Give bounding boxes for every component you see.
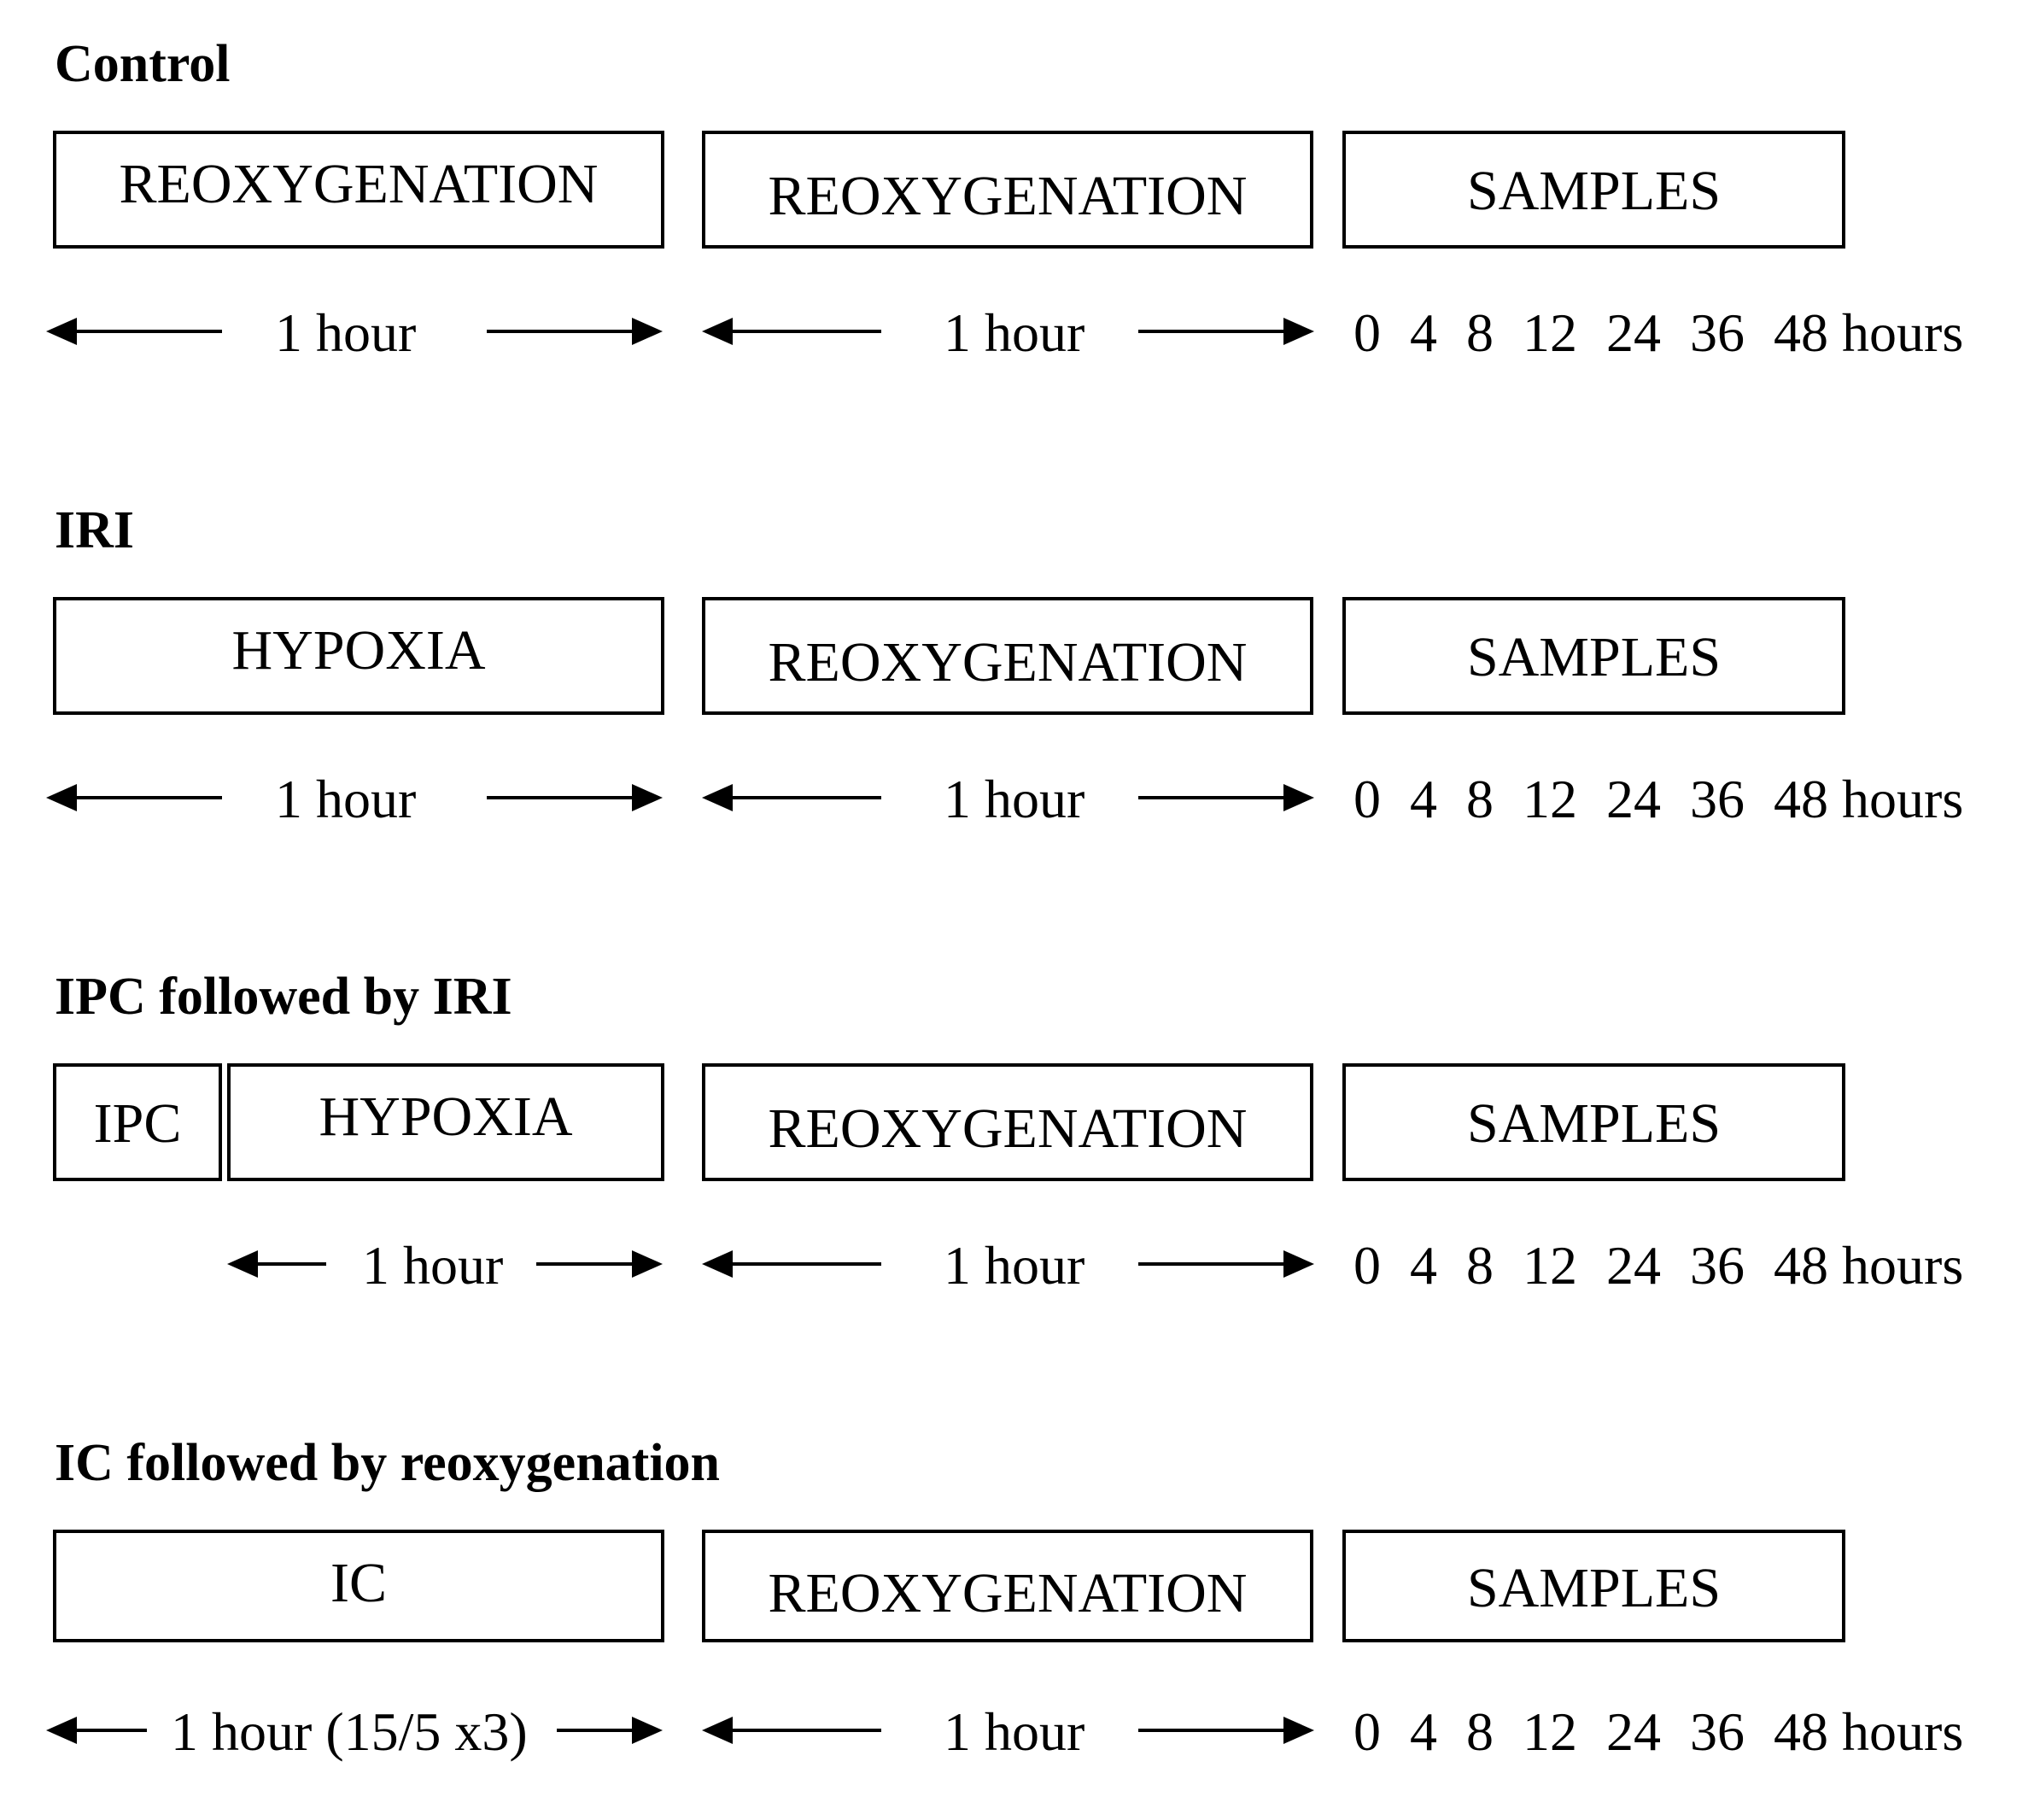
timepoint: 0: [1353, 1235, 1381, 1296]
duration-arrow-left-icon: [46, 318, 222, 345]
phase-label: SAMPLES: [1466, 626, 1722, 688]
timepoint: 4: [1410, 1701, 1437, 1762]
timepoint: 36: [1690, 1235, 1745, 1296]
section-title: IRI: [55, 501, 135, 559]
timepoint: 24: [1606, 769, 1661, 829]
timepoint: 24: [1606, 302, 1661, 363]
phase-label: SAMPLES: [1466, 1557, 1722, 1619]
timepoint: 48 hours: [1774, 1701, 1964, 1762]
phase-label: IC: [330, 1552, 387, 1614]
duration-label: 1 hour: [944, 302, 1085, 363]
timepoint: 4: [1410, 1235, 1437, 1296]
timepoint: 36: [1690, 769, 1745, 829]
phase-label: REOXYGENATION: [768, 1562, 1248, 1624]
phase-label: REOXYGENATION: [768, 165, 1248, 227]
timepoint: 8: [1466, 769, 1494, 829]
timepoint: 8: [1466, 302, 1494, 363]
phase-box-samples: SAMPLES: [1342, 597, 1845, 715]
duration-label: 1 hour: [275, 769, 417, 829]
duration-arrow-left-icon: [46, 1717, 147, 1744]
section-title: IPC followed by IRI: [55, 968, 512, 1026]
duration-arrow-right-icon: [1138, 1250, 1314, 1278]
duration-arrow-right-icon: [487, 318, 663, 345]
duration-arrow-left-icon: [227, 1250, 326, 1278]
phase-box-hypoxia: HYPOXIA: [53, 597, 664, 715]
duration-arrow-right-icon: [557, 1717, 663, 1744]
phase-label: SAMPLES: [1466, 160, 1722, 222]
phase-box-samples: SAMPLES: [1342, 1530, 1845, 1642]
phase-box-reoxygenation: REOXYGENATION: [702, 597, 1313, 715]
phase-box-hypoxia: HYPOXIA: [227, 1063, 664, 1181]
timepoint: 12: [1523, 769, 1577, 829]
duration-label: 1 hour: [944, 1701, 1085, 1762]
phase-box-ipc: IPC: [53, 1063, 222, 1181]
phase-label: HYPOXIA: [319, 1086, 573, 1148]
timepoint: 4: [1410, 302, 1437, 363]
phase-label: REOXYGENATION: [119, 153, 599, 215]
timepoint: 12: [1523, 1235, 1577, 1296]
timepoint: 36: [1690, 302, 1745, 363]
section-title: IC followed by reoxygenation: [55, 1434, 721, 1492]
phase-box-reoxygenation: REOXYGENATION: [702, 131, 1313, 249]
timepoint: 12: [1523, 1701, 1577, 1762]
section-title: Control: [55, 35, 231, 93]
duration-label: 1 hour: [362, 1235, 504, 1296]
duration-arrow-left-icon: [702, 1717, 881, 1744]
timepoint: 48 hours: [1774, 769, 1964, 829]
timepoint: 4: [1410, 769, 1437, 829]
phase-box-reoxygenation: REOXYGENATION: [702, 1530, 1313, 1642]
timepoint: 0: [1353, 769, 1381, 829]
phase-label: REOXYGENATION: [768, 631, 1248, 693]
duration-label: 1 hour: [944, 769, 1085, 829]
duration-arrow-left-icon: [702, 1250, 881, 1278]
phase-label: HYPOXIA: [231, 619, 486, 682]
duration-label: 1 hour (15/5 x3): [171, 1701, 528, 1762]
timepoint: 0: [1353, 1701, 1381, 1762]
timepoint: 12: [1523, 302, 1577, 363]
phase-box-samples: SAMPLES: [1342, 1063, 1845, 1181]
duration-arrow-left-icon: [46, 784, 222, 811]
duration-arrow-right-icon: [487, 784, 663, 811]
phase-label: IPC: [93, 1092, 182, 1155]
phase-box-ic: IC: [53, 1530, 664, 1642]
duration-arrow-right-icon: [1138, 1717, 1314, 1744]
duration-label: 1 hour: [944, 1235, 1085, 1296]
timepoint: 48 hours: [1774, 302, 1964, 363]
timepoint: 8: [1466, 1235, 1494, 1296]
timepoint: 24: [1606, 1235, 1661, 1296]
phase-box-reoxygenation: REOXYGENATION: [702, 1063, 1313, 1181]
duration-arrow-left-icon: [702, 784, 881, 811]
duration-arrow-right-icon: [536, 1250, 663, 1278]
duration-arrow-left-icon: [702, 318, 881, 345]
timepoint: 8: [1466, 1701, 1494, 1762]
phase-box-reoxygenation: REOXYGENATION: [53, 131, 664, 249]
timepoint: 0: [1353, 302, 1381, 363]
phase-label: SAMPLES: [1466, 1092, 1722, 1155]
timepoint: 36: [1690, 1701, 1745, 1762]
duration-label: 1 hour: [275, 302, 417, 363]
phase-box-samples: SAMPLES: [1342, 131, 1845, 249]
duration-arrow-right-icon: [1138, 784, 1314, 811]
phase-label: REOXYGENATION: [768, 1097, 1248, 1160]
timepoint: 48 hours: [1774, 1235, 1964, 1296]
duration-arrow-right-icon: [1138, 318, 1314, 345]
timepoint: 24: [1606, 1701, 1661, 1762]
